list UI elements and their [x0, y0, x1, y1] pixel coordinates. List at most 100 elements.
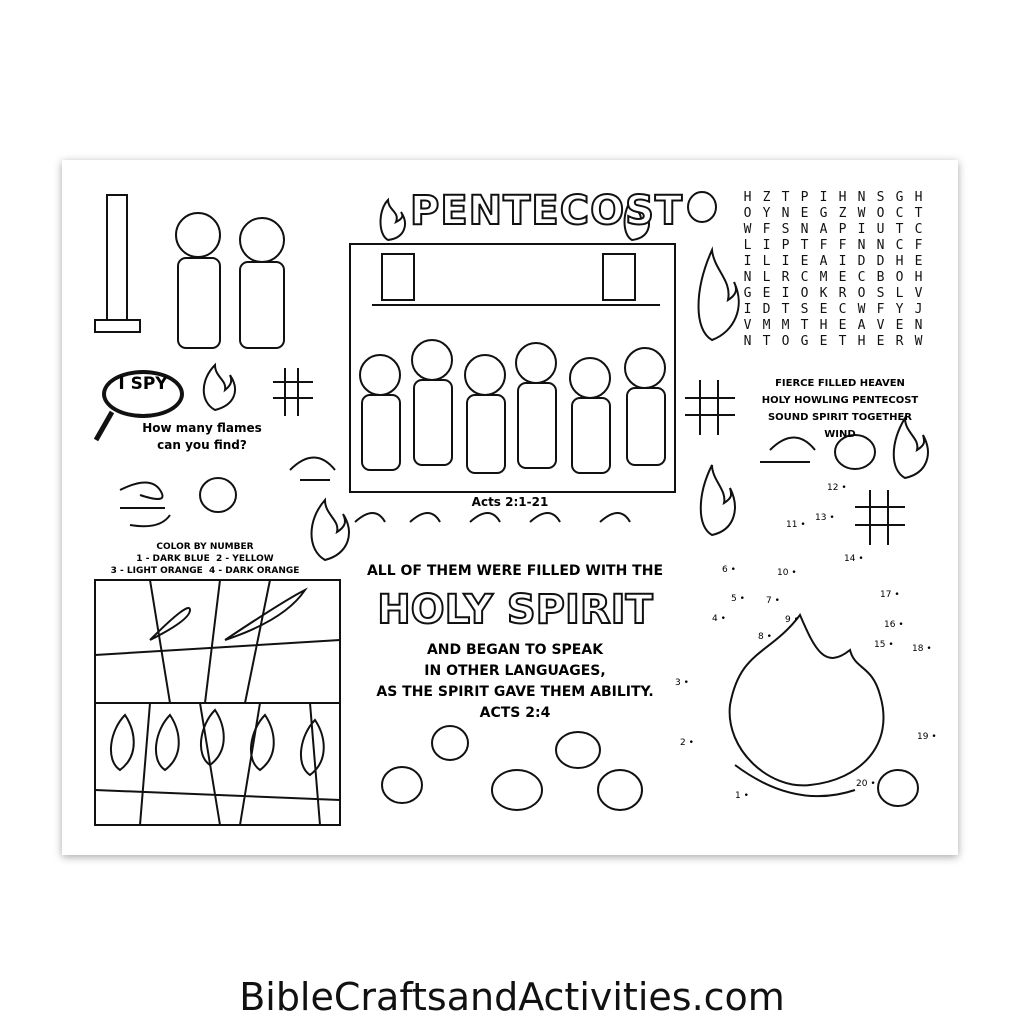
word-search-letter[interactable]: I — [743, 254, 752, 269]
word-search-letter[interactable]: E — [838, 318, 847, 333]
word-search-letter[interactable]: O — [743, 206, 752, 221]
word-search-letter[interactable]: H — [819, 318, 828, 333]
word-search-letter[interactable]: L — [895, 286, 904, 301]
word-search-letter[interactable]: E — [800, 254, 809, 269]
word-search-letter[interactable]: U — [876, 222, 885, 237]
word-search-letter[interactable]: S — [876, 190, 885, 205]
word-search-letter[interactable]: O — [781, 334, 790, 349]
word-search-letter[interactable]: N — [914, 318, 923, 333]
word-search-letter[interactable]: W — [914, 334, 923, 349]
word-search-letter[interactable]: D — [762, 302, 771, 317]
word-search-letter[interactable]: L — [762, 270, 771, 285]
word-search-letter[interactable]: V — [743, 318, 752, 333]
word-search-letter[interactable]: C — [914, 222, 923, 237]
word-search-letter[interactable]: J — [914, 302, 923, 317]
word-search-letter[interactable]: S — [800, 302, 809, 317]
word-search-letter[interactable]: R — [838, 286, 847, 301]
word-search-letter[interactable]: E — [819, 334, 828, 349]
word-search-letter[interactable]: R — [781, 270, 790, 285]
word-search-letter[interactable]: F — [838, 238, 847, 253]
word-search-letter[interactable]: E — [819, 302, 828, 317]
word-search-letter[interactable]: C — [838, 302, 847, 317]
word-search-letter[interactable]: Z — [762, 190, 771, 205]
word-search-letter[interactable]: C — [895, 238, 904, 253]
word-search-letter[interactable]: E — [838, 270, 847, 285]
word-search-letter[interactable]: H — [838, 190, 847, 205]
word-search-letter[interactable]: I — [762, 238, 771, 253]
word-search-letter[interactable]: I — [781, 254, 790, 269]
word-search-letter[interactable]: W — [857, 302, 866, 317]
word-search-letter[interactable]: S — [876, 286, 885, 301]
word-search-letter[interactable]: E — [895, 318, 904, 333]
word-search-letter[interactable]: T — [800, 238, 809, 253]
word-search-letter[interactable]: Y — [762, 206, 771, 221]
word-search-letter[interactable]: C — [800, 270, 809, 285]
word-search-letter[interactable]: V — [914, 286, 923, 301]
word-search-letter[interactable]: P — [838, 222, 847, 237]
word-search-letter[interactable]: F — [819, 238, 828, 253]
word-search-letter[interactable]: N — [800, 222, 809, 237]
word-search-letter[interactable]: I — [857, 222, 866, 237]
word-search-letter[interactable]: B — [876, 270, 885, 285]
word-search-letter[interactable]: N — [781, 206, 790, 221]
word-search-letter[interactable]: D — [857, 254, 866, 269]
word-search-letter[interactable]: M — [781, 318, 790, 333]
word-search-letter[interactable]: I — [819, 190, 828, 205]
word-search-letter[interactable]: N — [876, 238, 885, 253]
word-search-letter[interactable]: H — [895, 254, 904, 269]
word-search-letter[interactable]: C — [857, 270, 866, 285]
word-search-letter[interactable]: H — [914, 190, 923, 205]
word-search-letter[interactable]: Y — [895, 302, 904, 317]
word-search-letter[interactable]: V — [876, 318, 885, 333]
word-search-letter[interactable]: N — [857, 238, 866, 253]
word-search-letter[interactable]: M — [819, 270, 828, 285]
word-search-letter[interactable]: M — [762, 318, 771, 333]
word-search-letter[interactable]: G — [895, 190, 904, 205]
word-search-letter[interactable]: R — [895, 334, 904, 349]
word-search-letter[interactable]: G — [743, 286, 752, 301]
word-search-letter[interactable]: E — [800, 206, 809, 221]
word-search-letter[interactable]: H — [914, 270, 923, 285]
word-search-letter[interactable]: T — [914, 206, 923, 221]
word-search-letter[interactable]: T — [895, 222, 904, 237]
word-search-letter[interactable]: T — [781, 302, 790, 317]
word-search-letter[interactable]: O — [895, 270, 904, 285]
word-search-letter[interactable]: N — [857, 190, 866, 205]
word-search-letter[interactable]: N — [743, 270, 752, 285]
word-search-letter[interactable]: H — [743, 190, 752, 205]
word-search-letter[interactable]: F — [914, 238, 923, 253]
word-search-letter[interactable]: Z — [838, 206, 847, 221]
word-search-letter[interactable]: G — [800, 334, 809, 349]
word-search-letter[interactable]: T — [762, 334, 771, 349]
word-search-letter[interactable]: T — [781, 190, 790, 205]
word-search-letter[interactable]: P — [800, 190, 809, 205]
word-search-letter[interactable]: I — [838, 254, 847, 269]
word-search-letter[interactable]: D — [876, 254, 885, 269]
word-search-letter[interactable]: H — [857, 334, 866, 349]
word-search-letter[interactable]: C — [895, 206, 904, 221]
word-search-letter[interactable]: E — [762, 286, 771, 301]
word-search-letter[interactable]: G — [819, 206, 828, 221]
word-search-letter[interactable]: O — [876, 206, 885, 221]
word-search-letter[interactable]: E — [876, 334, 885, 349]
word-search-letter[interactable]: O — [857, 286, 866, 301]
word-search-letter[interactable]: F — [876, 302, 885, 317]
word-search-letter[interactable]: P — [781, 238, 790, 253]
word-search-letter[interactable]: A — [857, 318, 866, 333]
word-search-letter[interactable]: N — [743, 334, 752, 349]
word-search-letter[interactable]: W — [743, 222, 752, 237]
word-search-letter[interactable]: I — [781, 286, 790, 301]
word-search-letter[interactable]: T — [838, 334, 847, 349]
word-search-letter[interactable]: F — [762, 222, 771, 237]
word-search-letter[interactable]: S — [781, 222, 790, 237]
word-search-letter[interactable]: L — [762, 254, 771, 269]
word-search-letter[interactable]: O — [800, 286, 809, 301]
word-search-letter[interactable]: A — [819, 254, 828, 269]
word-search-letter[interactable]: K — [819, 286, 828, 301]
word-search-letter[interactable]: W — [857, 206, 866, 221]
word-search-letter[interactable]: I — [743, 302, 752, 317]
word-search-letter[interactable]: A — [819, 222, 828, 237]
word-search-letter[interactable]: L — [743, 238, 752, 253]
word-search-letter[interactable]: T — [800, 318, 809, 333]
word-search-letter[interactable]: E — [914, 254, 923, 269]
